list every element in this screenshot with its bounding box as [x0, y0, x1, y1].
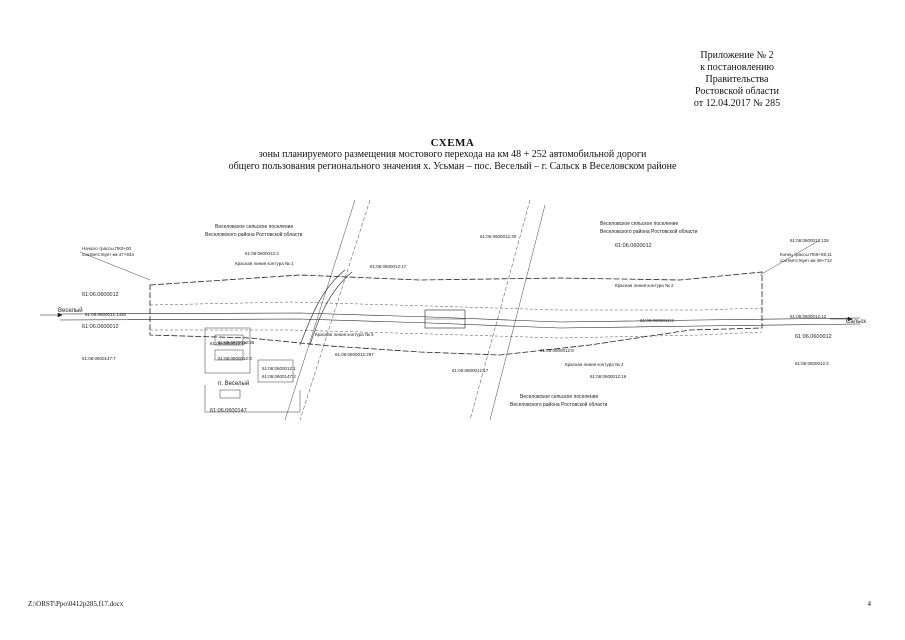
parcel-label: 61:06:0600147:7: [82, 356, 116, 361]
end-label-2: соответствует км 48+712: [780, 258, 832, 263]
parcel-label: 61:06:0600147:2: [262, 374, 296, 379]
settlement-left-label: Веселый: [58, 307, 83, 314]
contour-1-label: Красная линия контура № 1: [235, 261, 294, 266]
title-heading: СХЕМА: [430, 137, 475, 149]
area-ne-label-1: Веселовское сельское поселение: [600, 221, 678, 227]
start-label-2: соответствует км 47+934: [82, 252, 134, 257]
start-label-1: Начало трассы ПК0+00: [82, 246, 131, 251]
contour-3-label: Красная линия контура № 3: [315, 332, 374, 337]
area-nw-label-1: Веселовское сельское поселение: [215, 224, 293, 230]
parcel-label: 61:06:0600012:2: [640, 318, 674, 323]
appendix-line: Ростовской области: [695, 86, 779, 97]
parcel-label: 61:06:0600012:3: [218, 356, 252, 361]
contour-4-label: Красная линия контура № 2: [565, 362, 624, 367]
area-ne-label-2: Веселовского района Ростовской области: [600, 228, 698, 235]
area-nw-label-2: Веселовского района Ростовской области: [205, 231, 303, 238]
cadastral-label: 61:06.0600147: [210, 408, 247, 414]
parcel-label: 61:06:0600012:1: [262, 366, 296, 371]
parcel-label: 61:06:0600012:17: [452, 368, 489, 373]
document-title: СХЕМА зоны планируемого размещения мосто…: [0, 137, 905, 173]
parcel-label: 61:06:0600012:2: [795, 361, 829, 366]
title-line-2: общего пользования регионального значени…: [228, 161, 677, 172]
appendix-line: к постановлению: [700, 62, 774, 73]
parcel-label: 61:06:0600012:12: [790, 314, 827, 319]
cadastral-label: 61:06.0600012: [82, 324, 119, 330]
parcel-label: 61:06:0600012:16: [590, 374, 627, 379]
end-label-1: Конец трассы ПК9+59,11: [780, 252, 832, 257]
appendix-line: Приложение № 2: [700, 50, 774, 61]
area-s-label-2: Веселовского района Ростовской области: [510, 401, 608, 408]
village-label: п. Веселый: [218, 380, 249, 387]
parcel-label: 61:06:0600012:1450: [85, 312, 127, 317]
area-s-label-1: Веселовское сельское поселение: [520, 394, 598, 400]
parcel-label: 61:06:0600012:17: [370, 264, 407, 269]
page-number: 4: [867, 600, 872, 608]
cadastral-label: 61:06.0600012: [615, 243, 652, 249]
parcel-label: 61:06:0600012:128: [790, 238, 829, 243]
parcel-label: 61:06:0600012:85: [218, 340, 255, 345]
title-line-1: зоны планируемого размещения мостового п…: [258, 149, 647, 160]
parcel-label: 61:06:0600012:3: [245, 251, 279, 256]
appendix-line: от 12.04.2017 № 285: [693, 98, 781, 109]
cadastral-label: 61:06.0600012: [82, 292, 119, 298]
appendix-block: Приложение № 2 к постановлению Правитель…: [647, 50, 827, 110]
parcel-label: 61:06:0600012:40: [480, 234, 517, 239]
settlement-right-label: Сальск: [846, 319, 866, 325]
file-path: Z:\ORST\Ppo\0412p285.f17.docx: [28, 600, 124, 608]
cadastral-label: 61:06.0600012: [795, 334, 832, 340]
parcel-label: 61:06:0600012:297: [335, 352, 374, 357]
appendix-line: Правительства: [705, 74, 769, 85]
contour-2-label: Красная линия контура № 2: [615, 283, 674, 288]
parcel-label: 61:06:0600012:17: [210, 341, 247, 346]
parcel-label: 61:06:0600012:8: [540, 348, 574, 353]
